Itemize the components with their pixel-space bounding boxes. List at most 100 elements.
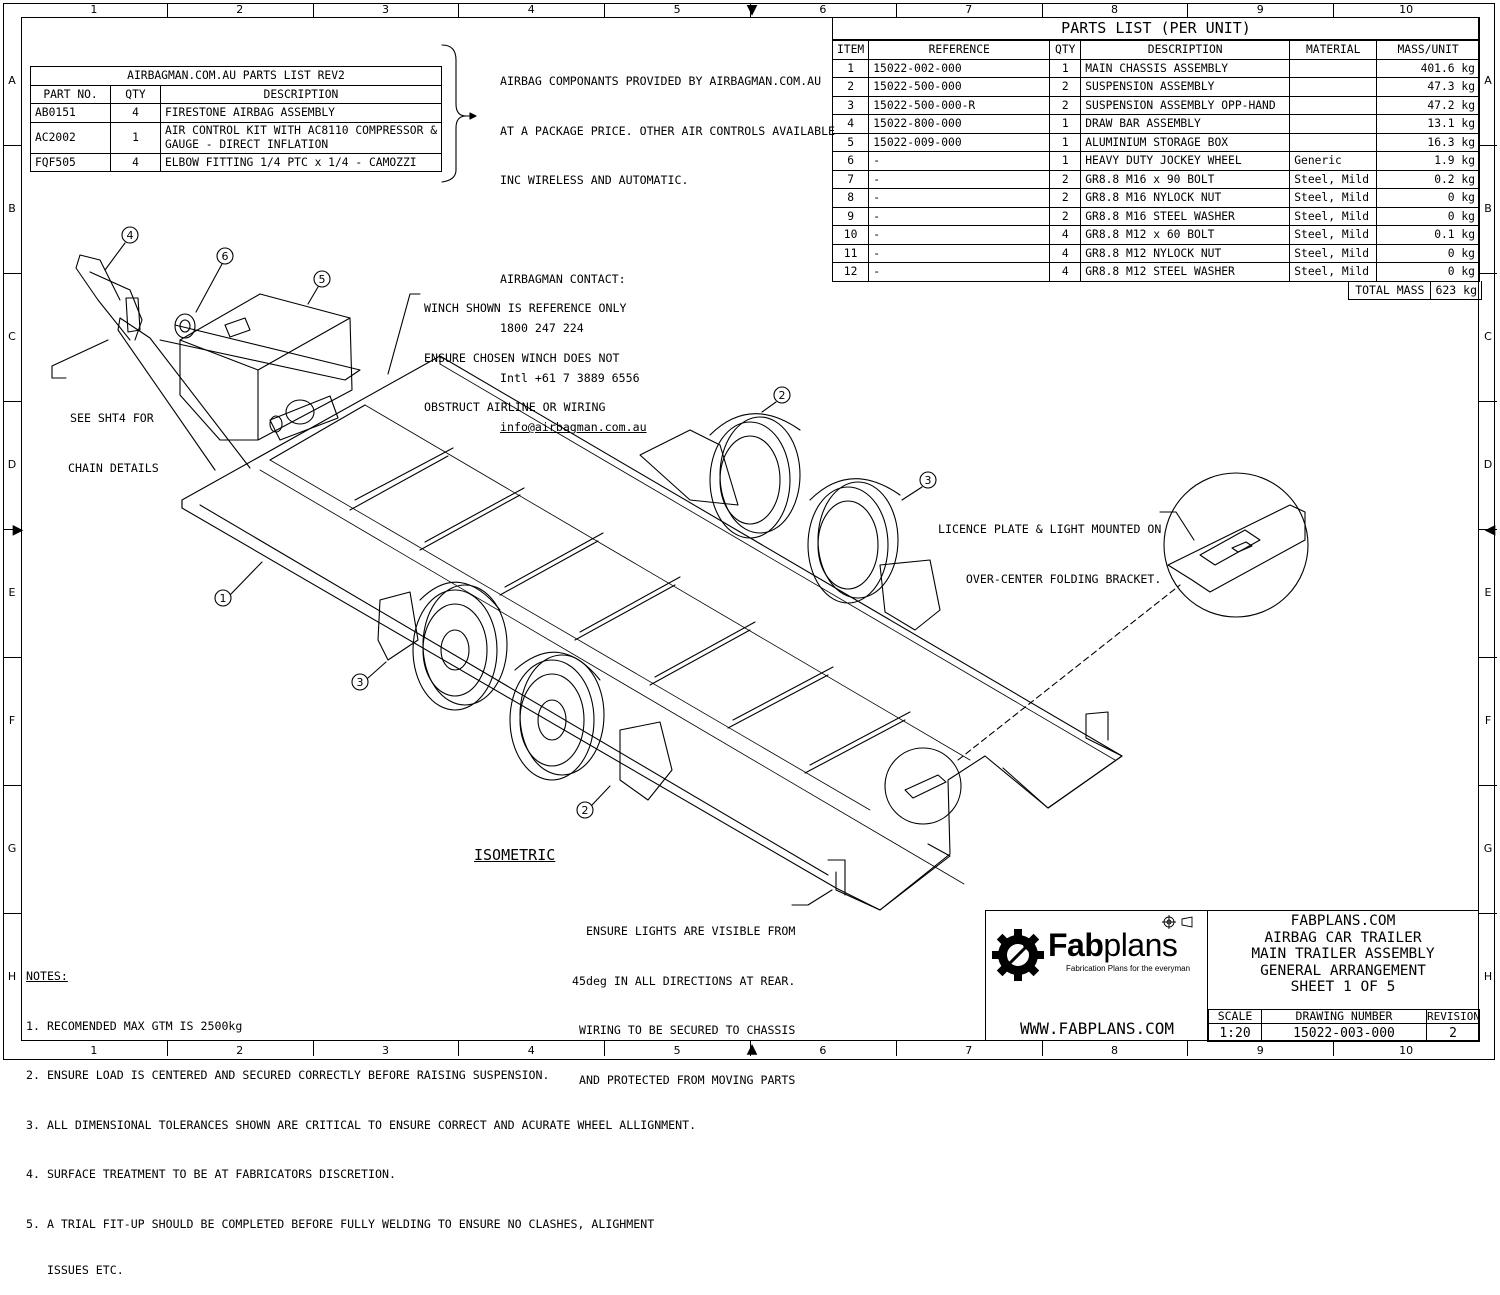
zone-column-label: 1 [90,1044,98,1057]
material: Steel, Mild [1289,206,1378,226]
view-label: ISOMETRIC [474,846,556,864]
mass-per-unit: 0 kg [1376,206,1480,226]
item-number: 6 [831,151,870,171]
note-item: ISSUES ETC. [26,1263,124,1277]
zone-row-label: A [1484,74,1492,87]
zone-tick [3,657,21,658]
drawing-number-label: DRAWING NUMBER [1262,1010,1426,1024]
brand-wordmark: Fabplans [1048,927,1178,964]
zone-row-label: H [1483,970,1493,983]
zone-column-label: 2 [236,3,244,16]
zone-tick [1479,785,1497,786]
part-number: AB0151 [29,103,112,123]
item-number: 7 [831,169,870,189]
material: Steel, Mild [1289,262,1378,282]
material: Steel, Mild [1289,188,1378,208]
mass-per-unit: 16.3 kg [1376,132,1480,152]
description: GR8.8 M16 STEEL WASHER [1080,206,1291,226]
mass-per-unit: 0 kg [1376,262,1480,282]
zone-tick [3,785,21,786]
projection-symbol-icon [1162,915,1193,929]
zone-row-label: C [1484,330,1492,343]
quantity: 2 [1049,206,1082,226]
description: GR8.8 M12 NYLOCK NUT [1080,243,1291,263]
part-number: FQF505 [29,152,112,172]
part-description: ELBOW FITTING 1/4 PTC x 1/4 - CAMOZZI [159,152,443,172]
zone-row-label: C [8,330,16,343]
zone-tick [312,3,314,18]
parts-list-title: PARTS LIST (PER UNIT) [832,17,1480,40]
centering-mark-icon: ▼ [746,2,758,18]
note-item: 5. A TRIAL FIT-UP SHOULD BE COMPLETED BE… [26,1216,655,1231]
zone-tick [458,3,460,18]
note-item: 3. ALL DIMENSIONAL TOLERANCES SHOWN ARE … [26,1117,697,1132]
zone-tick [1479,913,1497,914]
brand-plans: plans [1103,927,1178,963]
mass-per-unit: 13.1 kg [1376,114,1480,134]
table-row: FQF505 4 ELBOW FITTING 1/4 PTC x 1/4 - C… [29,152,443,172]
col-header: ITEM [831,40,870,60]
description: DRAW BAR ASSEMBLY [1080,114,1291,134]
zone-tick [3,273,21,274]
zone-column-label: 3 [382,1044,389,1057]
title-line: SHEET 1 OF 5 [1290,979,1396,995]
zone-column-label: 6 [819,3,827,16]
zone-row-label: D [7,458,17,471]
winch-callout: WINCH SHOWN IS REFERENCE ONLY ENSURE CHO… [424,267,626,432]
zone-tick [604,3,606,18]
zone-tick [750,3,751,18]
title-block: Fabplans Fabrication Plans for the every… [985,910,1480,1042]
callout-line: ENSURE CHOSEN WINCH DOES NOT [424,350,620,365]
drawing-title: FABPLANS.COM AIRBAG CAR TRAILER MAIN TRA… [1208,913,1478,996]
col-header: MATERIAL [1289,40,1378,60]
zone-row-label: F [8,714,16,727]
material [1289,132,1378,152]
zone-tick [1479,657,1497,658]
reference: - [868,169,1051,189]
zone-tick [1333,1041,1335,1056]
contact-email-link[interactable]: info@airbagman.com.au [500,420,647,434]
zone-row-label: G [7,842,17,855]
brand-fab: Fab [1048,927,1104,963]
zone-tick [604,1041,606,1056]
description: HEAVY DUTY JOCKEY WHEEL [1080,151,1291,171]
item-balloon: 3 [357,676,364,689]
table-row: AB0151 4 FIRESTONE AIRBAG ASSEMBLY [29,103,443,123]
title-line: FABPLANS.COM [1290,913,1396,929]
mass-per-unit: 0 kg [1376,188,1480,208]
logo-area: Fabplans Fabrication Plans for the every… [986,911,1208,1042]
material: Steel, Mild [1289,169,1378,189]
contact-phone: 1800 247 224 [500,321,584,335]
note-item: 1. RECOMENDED MAX GTM IS 2500kg [26,1018,243,1033]
website-text: WWW.FABPLANS.COM [1019,1019,1175,1038]
reference: 15022-009-000 [868,132,1051,152]
zone-tick [3,145,21,146]
zone-column-label: 8 [1111,3,1118,16]
title-line: GENERAL ARRANGEMENT [1260,962,1426,979]
zone-column-label: 5 [673,1044,681,1057]
description: GR8.8 M16 NYLOCK NUT [1080,188,1291,208]
part-qty: 1 [110,121,161,154]
zone-tick [3,529,21,530]
item-number: 12 [831,262,870,282]
zone-row-label: A [8,74,16,87]
zone-tick [895,3,897,18]
revision-cell: REVISION 2 [1426,1009,1480,1042]
scale-value: 1:20 [1219,1026,1251,1041]
zone-row-label: G [1483,842,1493,855]
callout-line: SEE SHT4 FOR [70,411,154,425]
zone-column-label: 8 [1111,1044,1118,1057]
zone-row-label: H [7,970,17,983]
brand-tagline: Fabrication Plans for the everyman [1066,964,1191,973]
quantity: 1 [1049,151,1082,171]
title-line: MAIN TRAILER ASSEMBLY [1251,946,1435,962]
contact-intl: Intl +61 7 3889 6556 [500,370,640,385]
drawing-number: 15022-003-000 [1293,1026,1395,1041]
zone-column-label: 7 [965,3,973,16]
zone-row-label: D [1483,458,1493,471]
description: GR8.8 M16 x 90 BOLT [1080,169,1291,189]
